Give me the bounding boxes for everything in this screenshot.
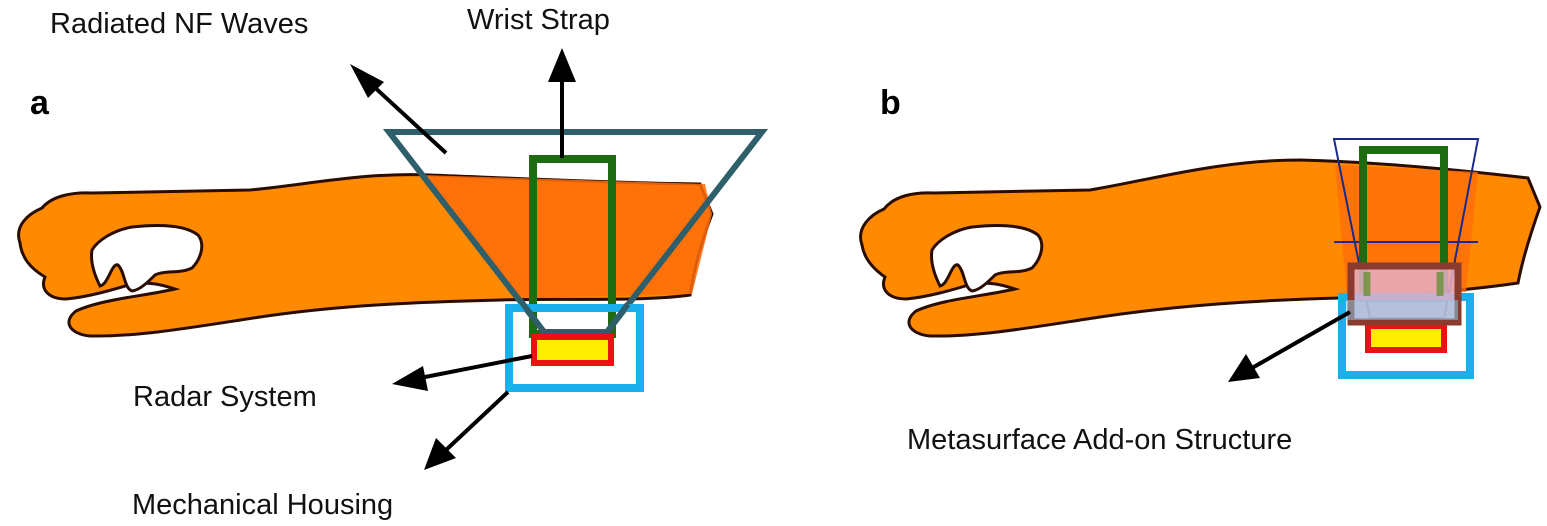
cone-tip-a [517,298,631,335]
arrow-metasurface [1251,310,1351,370]
label-radiated-nf-waves: Radiated NF Waves [50,8,308,40]
panel-b-label: b [880,84,901,122]
mechanical-housing-a [505,304,644,392]
label-wrist-strap: Wrist Strap [467,4,610,36]
arrowhead-metasurface [1228,354,1260,382]
radar-system-a [531,334,614,366]
arrowhead-wrist-strap [548,48,576,82]
label-mechanical-housing: Mechanical Housing [132,489,393,521]
arm-shade-a [420,175,712,298]
panel-a: a Radiated NF Waves Wrist Strap Radar Sy… [17,4,769,521]
arrow-mechanical-housing [444,390,510,452]
arrowhead-mechanical-housing [424,438,456,470]
housing-overlap-b [1346,300,1458,320]
arrowhead-radiated-waves [350,64,384,98]
panel-a-label: a [30,84,50,122]
label-radar-system: Radar System [133,381,317,413]
panel-b: b Metasurface Add-on Structure [859,84,1542,456]
radar-system-b [1365,323,1447,353]
thumb-gap-b [930,224,1044,293]
arrow-radar-system [419,354,533,380]
arrowhead-radar-system [392,366,428,391]
thumb-gap-a [90,224,204,293]
label-metasurface-add-on: Metasurface Add-on Structure [907,424,1292,456]
